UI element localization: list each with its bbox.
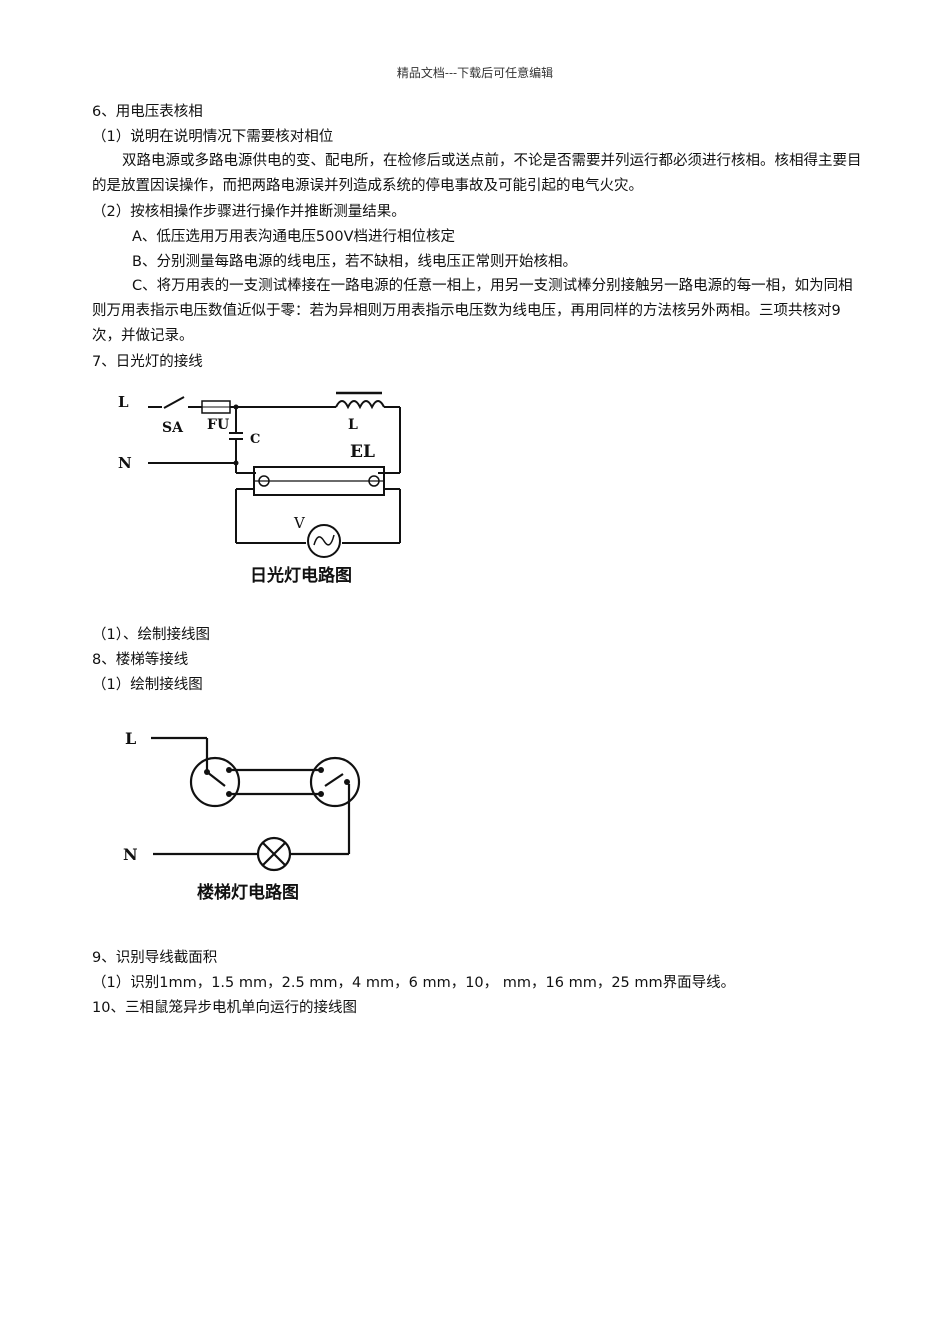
stair-diagram-label-n: N (123, 845, 138, 864)
diagram-label-ballast: L (348, 417, 358, 433)
stair-diagram-caption: 楼梯灯电路图 (197, 882, 299, 903)
section-10-title: 10、三相鼠笼异步电机单向运行的接线图 (92, 1000, 357, 1016)
section-8-sub-1: （1）绘制接线图 (92, 677, 203, 693)
diagram-label-fu: FU (207, 417, 229, 433)
stair-diagram-label-l: L (125, 729, 136, 748)
section-6-step-b: B、分别测量每路电源的线电压，若不缺相，线电压正常则开始核相。 (132, 254, 577, 270)
diagram-label-el: EL (350, 442, 375, 462)
fluorescent-diagram-caption: 日光灯电路图 (250, 565, 352, 586)
section-6-step-c: C、将万用表的一支测试棒接在一路电源的任意一相上，用另一支测试棒分别接触另一路电… (92, 278, 853, 344)
section-6-title: 6、用电压表核相 (92, 104, 203, 120)
diagram-label-l: L (118, 393, 129, 411)
diagram-label-c: C (250, 432, 260, 447)
diagram-label-sa: SA (162, 420, 184, 436)
section-7-title: 7、日光灯的接线 (92, 354, 203, 370)
section-6-step-a: A、低压选用万用表沟通电压500V档进行相位核定 (132, 229, 456, 245)
diagram-label-n: N (118, 454, 132, 472)
page-header: 精品文档---下载后可任意编辑 (396, 66, 554, 80)
section-6-paragraph-1: 双路电源或多路电源供电的变、配电所，在检修后或送点前，不论是否需要并列运行都必须… (92, 153, 862, 194)
section-6-sub-2: （2）按核相操作步骤进行操作并推断测量结果。 (92, 204, 406, 220)
section-9-sub-1: （1）识别1mm，1.5 mm，2.5 mm，4 mm，6 mm，10， mm，… (92, 975, 736, 991)
section-6-sub-1: （1）说明在说明情况下需要核对相位 (92, 129, 334, 145)
section-8-title: 8、楼梯等接线 (92, 652, 189, 668)
section-9-title: 9、识别导线截面积 (92, 950, 218, 966)
fluorescent-lamp-circuit-diagram: L N SA FU C L EL V 日光灯电路图 (118, 391, 401, 586)
stair-light-circuit-diagram: L N 楼梯灯电路图 (123, 729, 361, 903)
section-7-sub-1: （1）、绘制接线图 (92, 627, 210, 643)
diagram-label-v: V (293, 514, 306, 532)
